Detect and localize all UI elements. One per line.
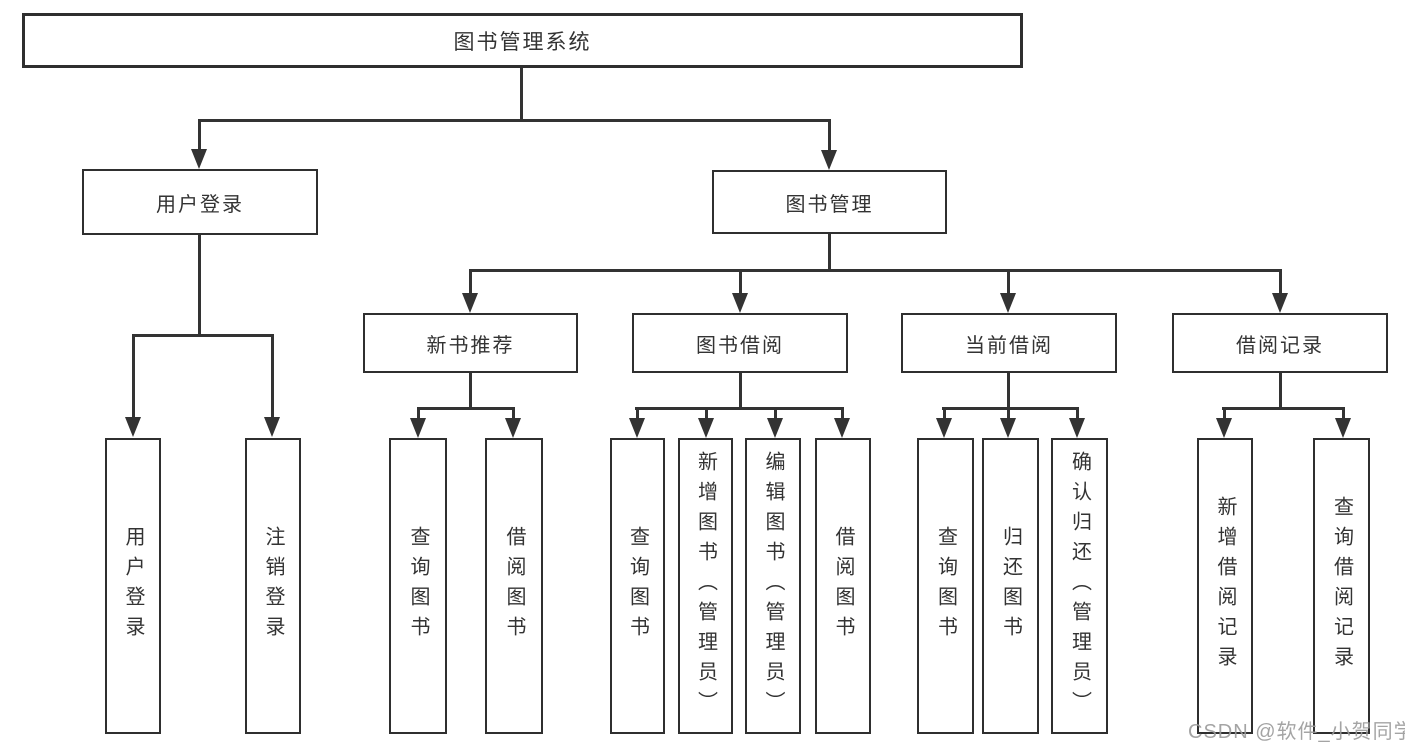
connector-line [1007, 269, 1010, 297]
leaf-label: 查询图书 [934, 526, 957, 646]
connector-line [635, 407, 844, 410]
leaf-label: 编辑图书（管理员） [762, 451, 784, 721]
connector-line [1007, 371, 1010, 410]
connector-line [1076, 407, 1079, 421]
arrow-down-icon [410, 418, 426, 438]
node-current-borrow: 当前借阅 [901, 313, 1117, 373]
leaf-return-books: 归还图书 [982, 438, 1039, 734]
arrow-down-icon [834, 418, 850, 438]
connector-line [774, 407, 777, 421]
connector-line [1342, 407, 1345, 421]
leaf-label: 查询图书 [407, 526, 429, 646]
arrow-down-icon [191, 149, 207, 169]
node-book-management: 图书管理 [712, 170, 947, 234]
connector-line [512, 407, 515, 421]
node-user-login: 用户登录 [82, 169, 318, 235]
leaf-user-login: 用户登录 [105, 438, 161, 734]
connector-line [520, 68, 523, 122]
arrow-down-icon [125, 417, 141, 437]
leaf-logout: 注销登录 [245, 438, 301, 734]
connector-line [271, 334, 274, 421]
connector-line [469, 269, 1282, 272]
connector-line [417, 407, 515, 410]
connector-line [198, 233, 201, 336]
leaf-borrow-books-recommend: 借阅图书 [485, 438, 543, 734]
connector-line [739, 371, 742, 410]
connector-line [636, 407, 639, 421]
arrow-down-icon [1335, 418, 1351, 438]
leaf-label: 注销登录 [262, 526, 284, 646]
leaf-label: 借阅图书 [503, 526, 525, 646]
arrow-down-icon [936, 418, 952, 438]
leaf-query-books-borrow: 查询图书 [610, 438, 665, 734]
node-label: 用户登录 [156, 193, 244, 216]
node-new-book-recommend: 新书推荐 [363, 313, 578, 373]
connector-line [198, 119, 201, 153]
leaf-edit-books-admin: 编辑图书（管理员） [745, 438, 801, 734]
node-label: 图书管理系统 [453, 30, 592, 54]
arrow-down-icon [821, 150, 837, 170]
leaf-add-books-admin: 新增图书（管理员） [678, 438, 733, 734]
arrow-down-icon [1069, 418, 1085, 438]
connector-line [198, 119, 831, 122]
leaf-label: 查询借阅记录 [1330, 496, 1353, 676]
arrow-down-icon [505, 418, 521, 438]
arrow-down-icon [1000, 293, 1016, 313]
node-label: 图书管理 [785, 193, 874, 216]
node-label: 当前借阅 [965, 334, 1053, 357]
csdn-watermark: CSDN @软件_小贺同学 [1188, 721, 1405, 743]
connector-line [739, 269, 742, 297]
node-label: 借阅记录 [1236, 334, 1324, 357]
leaf-borrow-books: 借阅图书 [815, 438, 871, 734]
connector-line [132, 334, 274, 337]
arrow-down-icon [1000, 418, 1016, 438]
leaf-label: 新增借阅记录 [1214, 496, 1236, 676]
node-label: 图书借阅 [696, 334, 784, 357]
connector-line [1223, 407, 1226, 421]
node-borrow-records: 借阅记录 [1172, 313, 1388, 373]
leaf-query-books-current: 查询图书 [917, 438, 974, 734]
node-book-borrow: 图书借阅 [632, 313, 848, 373]
arrow-down-icon [462, 293, 478, 313]
connector-line [1007, 407, 1010, 421]
connector-line [469, 371, 472, 410]
connector-line [841, 407, 844, 421]
leaf-query-books-recommend: 查询图书 [389, 438, 447, 734]
leaf-label: 确认归还（管理员） [1068, 451, 1091, 721]
leaf-query-borrow-record: 查询借阅记录 [1313, 438, 1370, 734]
leaf-confirm-return-admin: 确认归还（管理员） [1051, 438, 1108, 734]
connector-line [132, 334, 135, 421]
connector-line [1279, 371, 1282, 410]
arrow-down-icon [264, 417, 280, 437]
leaf-add-borrow-record: 新增借阅记录 [1197, 438, 1253, 734]
connector-line [417, 407, 420, 421]
leaf-label: 借阅图书 [832, 526, 854, 646]
connector-line [1279, 269, 1282, 297]
node-label: 新书推荐 [426, 334, 515, 357]
connector-line [828, 119, 831, 154]
leaf-label: 用户登录 [122, 526, 144, 646]
arrow-down-icon [732, 293, 748, 313]
connector-line [828, 232, 831, 272]
leaf-label: 新增图书（管理员） [694, 451, 717, 721]
connector-line [469, 269, 472, 297]
leaf-label: 查询图书 [626, 526, 649, 646]
arrow-down-icon [629, 418, 645, 438]
connector-line [1222, 407, 1345, 410]
arrow-down-icon [767, 418, 783, 438]
arrow-down-icon [698, 418, 714, 438]
connector-line [942, 407, 1079, 410]
connector-line [705, 407, 708, 421]
connector-line [943, 407, 946, 421]
node-library-management-system: 图书管理系统 [22, 13, 1023, 68]
leaf-label: 归还图书 [999, 526, 1022, 646]
arrow-down-icon [1216, 418, 1232, 438]
arrow-down-icon [1272, 293, 1288, 313]
